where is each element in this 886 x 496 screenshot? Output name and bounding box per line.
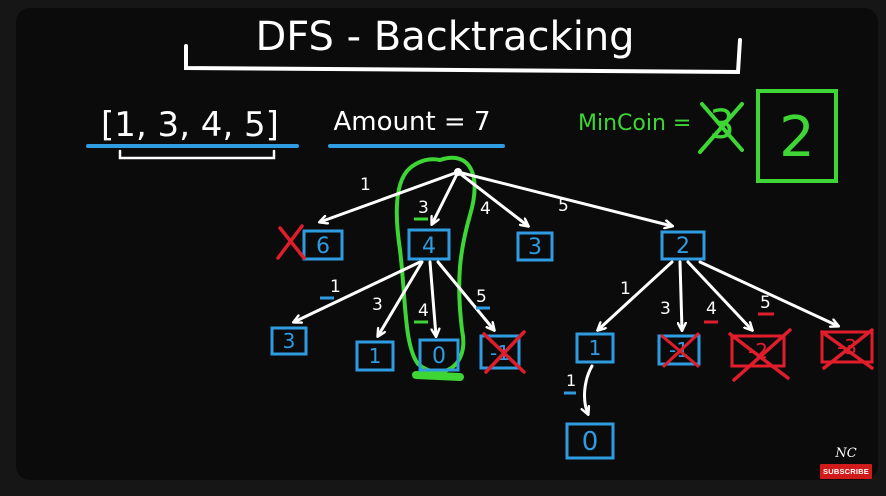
node-value: 1: [369, 344, 382, 368]
edge-label: 1: [620, 279, 631, 299]
edge-labels-from-2: 1 3 4 5: [620, 279, 774, 324]
node-value: 3: [283, 329, 296, 353]
edge-labels-level1: 1 3 4 5: [360, 175, 569, 221]
edges-level1: [320, 170, 672, 226]
edge-2-to-neg2: [686, 260, 752, 330]
node-box: [660, 230, 706, 261]
node-cross: [276, 224, 306, 260]
whiteboard: [16, 8, 878, 480]
node-value: 6: [316, 234, 330, 259]
edge-root-to-2: [456, 170, 672, 226]
edge-4-to-neg1: [436, 260, 494, 330]
edge-2-to-neg3: [698, 260, 838, 326]
node-value: 2: [676, 234, 690, 259]
edge-labels-from-4: 1 3 4 5: [320, 277, 490, 324]
node-box: [575, 332, 615, 364]
node-value: 4: [422, 234, 436, 259]
node-box: [657, 334, 701, 366]
node-box: [302, 229, 344, 261]
edge-1-to-0: [585, 364, 594, 414]
edge-label: 1: [330, 277, 341, 297]
edge-label: 1: [566, 371, 576, 390]
node-value: -1: [490, 341, 510, 365]
min-coin-label: MinCoin =: [578, 111, 691, 136]
edge-label: 4: [706, 299, 717, 319]
channel-logo[interactable]: NC SUBSCRIBE: [820, 446, 872, 486]
coin-list-brace: [118, 149, 276, 160]
title-block: DFS - Backtracking: [184, 14, 742, 75]
min-coin-value: 2: [779, 105, 815, 170]
min-coin-block: MinCoin = 3 2: [578, 89, 838, 183]
node-value: 0: [582, 427, 599, 457]
node-cross: [820, 328, 874, 370]
node-value: 3: [528, 235, 542, 260]
node-box: [730, 334, 786, 368]
level3: 1 0: [564, 364, 615, 460]
edges-from-4: [294, 260, 494, 336]
node-value: 1: [589, 336, 602, 360]
edge-4-to-1: [378, 260, 424, 336]
node-box: [479, 334, 521, 370]
amount-block: Amount = 7: [328, 107, 505, 148]
edge-2-to-neg1: [680, 260, 682, 330]
edge-label: 3: [418, 198, 429, 218]
node-box: [270, 326, 308, 356]
amount-text: Amount = 7: [333, 107, 490, 137]
min-coin-answer-box: [756, 89, 838, 183]
edge-label: 1: [360, 175, 371, 195]
coin-list: [1, 3, 4, 5]: [86, 105, 299, 160]
coin-list-text: [1, 3, 4, 5]: [101, 105, 279, 145]
level2-nodes-of-2: 1 -1 -2 -3: [575, 328, 874, 382]
node-box: [565, 422, 615, 460]
node-value: 0: [432, 344, 446, 369]
level1-nodes: 6 4 3 2: [276, 224, 706, 262]
optimal-path-highlight: [394, 155, 477, 374]
edge-label: 4: [480, 199, 491, 219]
node-box: [407, 228, 451, 261]
edge-4-to-0: [428, 260, 436, 336]
node-cross: [728, 328, 792, 382]
node-box: [516, 231, 554, 262]
node-box: [418, 338, 460, 372]
edge-label: 4: [418, 301, 429, 321]
min-coin-strike: [698, 102, 744, 154]
title: DFS - Backtracking: [255, 14, 634, 60]
channel-mark: NC: [835, 446, 857, 461]
title-bracket: [184, 38, 742, 75]
edge-label: 3: [660, 299, 671, 319]
edge-4-to-3: [294, 260, 422, 322]
node-cross: [482, 330, 526, 374]
edge-label: 5: [476, 287, 487, 307]
edge-root-to-4: [432, 170, 460, 224]
node-box: [820, 330, 874, 364]
edge-root-to-3: [456, 170, 528, 226]
edge-root-to-6: [320, 170, 460, 222]
edge-label: 5: [558, 196, 569, 216]
edge-label: 5: [760, 293, 771, 313]
edge-2-to-1: [598, 260, 674, 330]
node-box: [355, 340, 395, 372]
edge-label: 3: [372, 295, 383, 315]
optimal-path-underline: [412, 371, 464, 381]
node-cross: [660, 332, 700, 368]
subscribe-button[interactable]: SUBSCRIBE: [820, 464, 872, 479]
edges-from-2: [598, 260, 838, 330]
level2-nodes-of-4: 3 1 0 -1: [270, 326, 526, 374]
